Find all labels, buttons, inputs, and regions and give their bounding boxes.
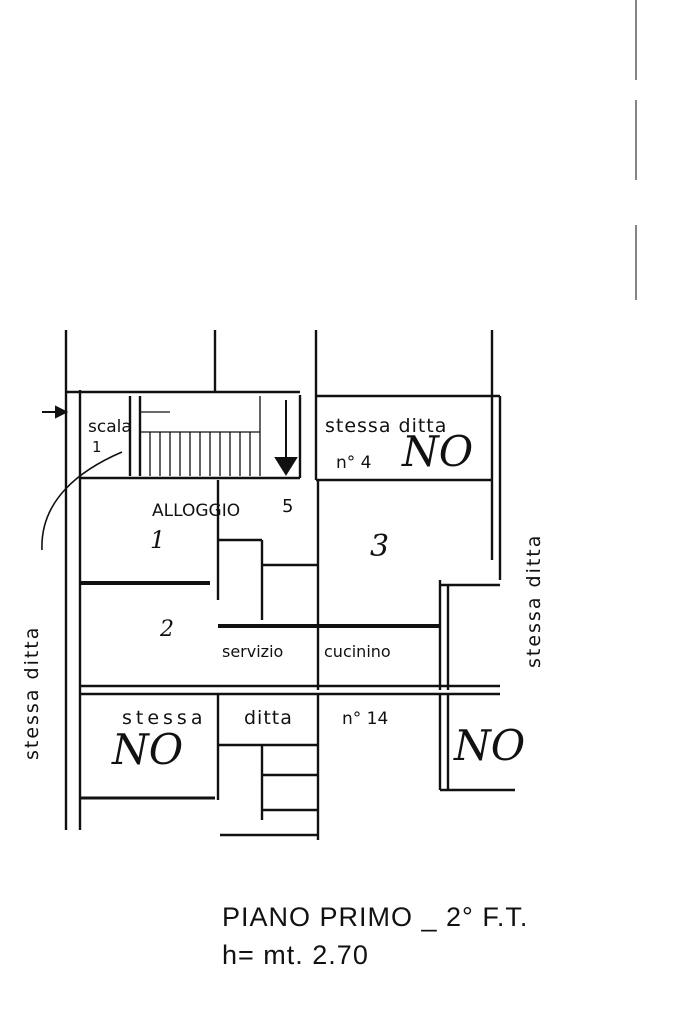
label-number-5: 5 <box>282 496 293 517</box>
plan-caption: PIANO PRIMO _ 2° F.T. h= mt. 2.70 <box>222 898 528 974</box>
label-servizio: servizio <box>222 642 283 661</box>
label-alloggio: ALLOGGIO <box>152 501 240 521</box>
label-no-bottom-left: NO <box>111 725 183 774</box>
label-no-top: NO <box>401 427 473 476</box>
walls <box>64 330 515 840</box>
label-ditta-bottom: ditta <box>244 707 293 729</box>
stair-treads <box>140 396 261 476</box>
label-stessa-ditta-left: stessa ditta <box>21 626 43 760</box>
caption-floor-title: PIANO PRIMO _ 2° F.T. <box>222 902 529 932</box>
caption-height: h= mt. 2.70 <box>222 940 369 970</box>
label-n4: n° 4 <box>336 453 372 473</box>
label-room-2: 2 <box>159 617 174 642</box>
label-n14: n° 14 <box>342 709 388 729</box>
label-scala: scala <box>88 417 132 437</box>
label-stessa-ditta-top: stessa ditta <box>325 415 447 437</box>
label-room-1: 1 <box>150 526 165 554</box>
label-no-bottom-right: NO <box>453 721 525 770</box>
label-stessa-bottom: stessa <box>122 707 206 729</box>
label-cucinino: cucinino <box>324 642 391 661</box>
label-stessa-ditta-right: stessa ditta <box>523 534 545 668</box>
annotation-marks <box>41 400 298 551</box>
label-scala-number: 1 <box>92 438 102 456</box>
label-room-3: 3 <box>370 529 389 564</box>
